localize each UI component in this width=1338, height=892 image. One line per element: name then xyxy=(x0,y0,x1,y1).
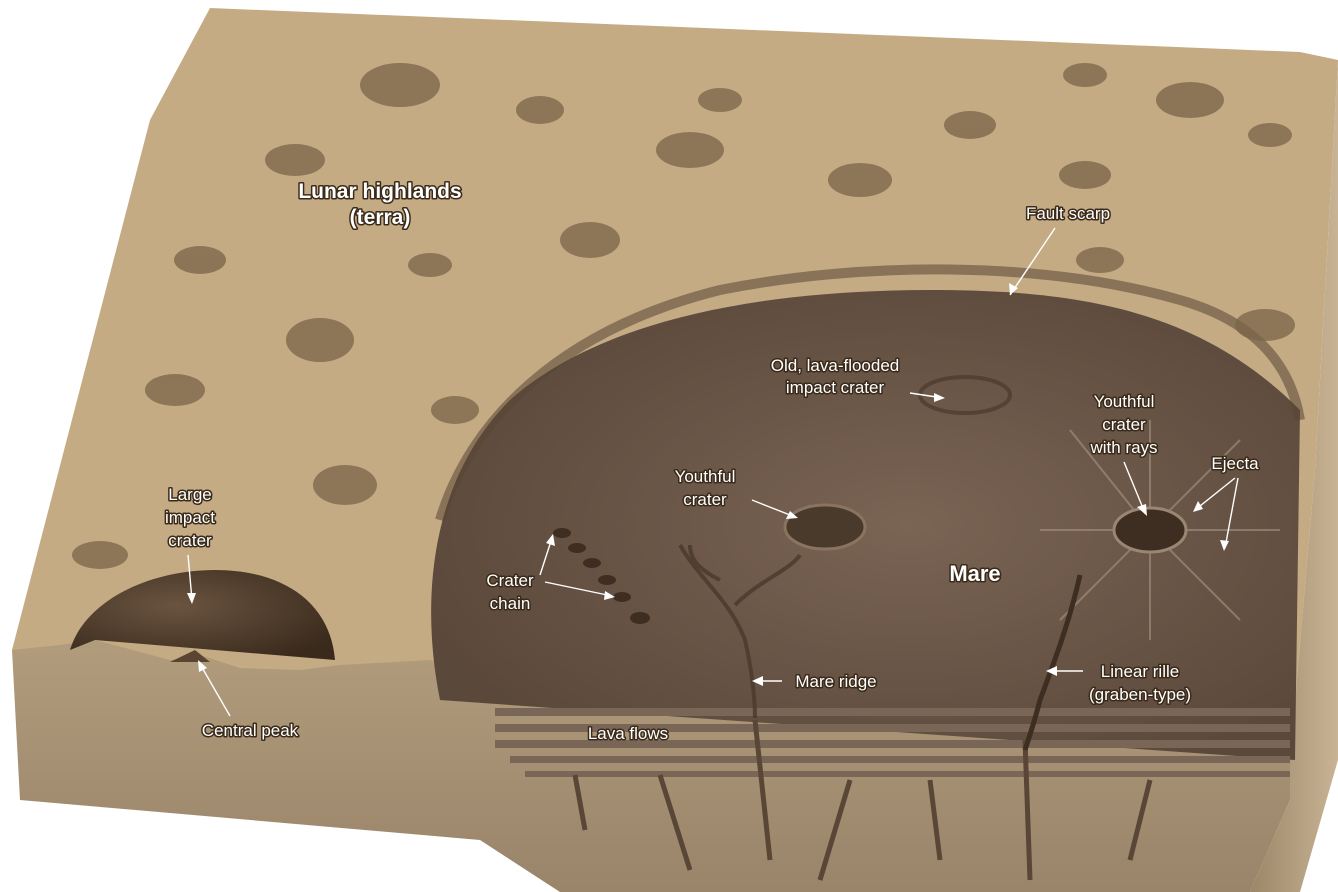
label-mare-ridge-text: Mare ridge xyxy=(795,672,876,691)
label-highlands-line2: (terra) xyxy=(350,206,411,229)
label-youthful-line1: Youthful xyxy=(675,467,736,486)
label-mare-text: Mare xyxy=(949,561,1000,586)
label-youthful-rays-line3: with rays xyxy=(1089,438,1157,457)
label-crater-chain-line2: chain xyxy=(490,594,531,613)
label-highlands-line1: Lunar highlands xyxy=(298,180,461,203)
label-large-crater-line1: Large xyxy=(168,485,211,504)
label-youthful-rays-line1: Youthful xyxy=(1094,392,1155,411)
label-old-crater-line2: impact crater xyxy=(786,378,885,397)
label-ejecta-text: Ejecta xyxy=(1211,454,1259,473)
label-linear-rille-line2: (graben-type) xyxy=(1089,685,1191,704)
youthful-rayed-crater xyxy=(1114,508,1186,552)
label-old-crater-line1: Old, lava-flooded xyxy=(771,356,900,375)
label-large-crater-line2: impact xyxy=(165,508,215,527)
label-youthful-line2: crater xyxy=(683,490,727,509)
label-lava-flows: Lava flows xyxy=(588,724,668,743)
label-linear-rille-line1: Linear rille xyxy=(1101,662,1179,681)
label-fault-scarp-text: Fault scarp xyxy=(1026,204,1110,223)
label-youthful-rays-line2: crater xyxy=(1102,415,1146,434)
youthful-crater xyxy=(785,505,865,549)
label-large-crater-line3: crater xyxy=(168,531,212,550)
label-central-peak-text: Central peak xyxy=(202,721,299,740)
label-mare: Mare xyxy=(949,561,1000,586)
label-lava-flows-text: Lava flows xyxy=(588,724,668,743)
label-crater-chain-line1: Crater xyxy=(486,571,534,590)
